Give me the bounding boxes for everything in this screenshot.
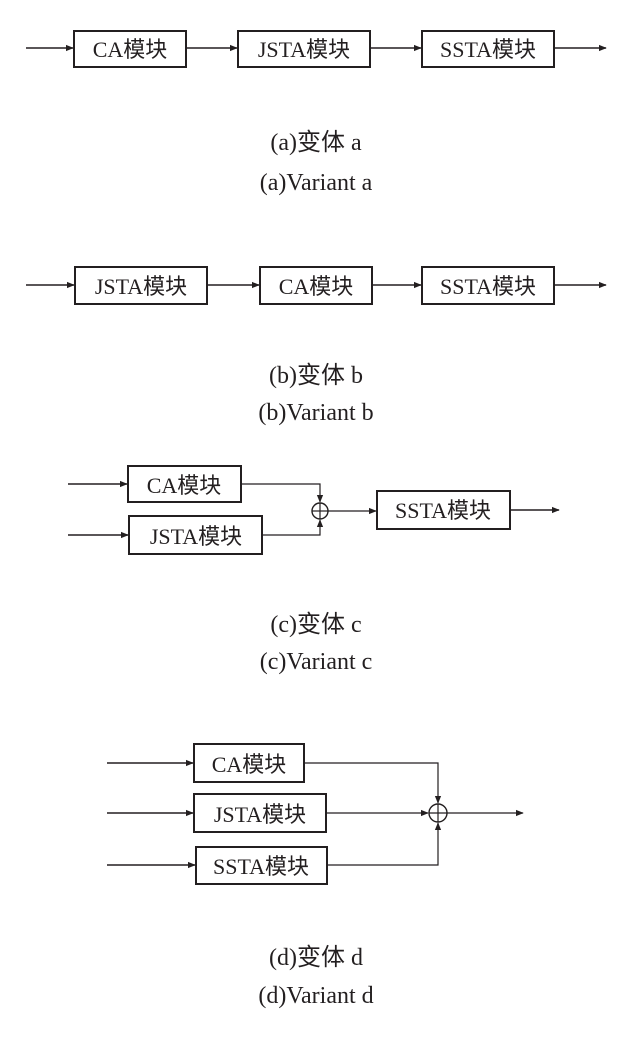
block-label: JSTA模块 bbox=[95, 274, 187, 299]
variant-b-diagram: JSTA模块 CA模块 SSTA模块 bbox=[26, 266, 607, 305]
block-label: CA模块 bbox=[212, 752, 287, 777]
block-label: CA模块 bbox=[93, 37, 168, 62]
block-label: JSTA模块 bbox=[150, 524, 242, 549]
block-box bbox=[421, 266, 555, 305]
block-label: CA模块 bbox=[147, 473, 222, 498]
block-box bbox=[73, 30, 187, 68]
caption-a-zh: (a)变体 a bbox=[270, 130, 362, 156]
block-box bbox=[193, 793, 327, 833]
block-box bbox=[421, 30, 555, 68]
block-box bbox=[237, 30, 371, 68]
block-label: SSTA模块 bbox=[213, 854, 309, 879]
variant-d-diagram: CA模块 JSTA模块 SSTA模块 bbox=[107, 743, 524, 885]
caption-b-en: (b)Variant b bbox=[258, 400, 374, 426]
block-label: JSTA模块 bbox=[258, 37, 350, 62]
arrow-to-sum bbox=[241, 483, 324, 503]
block-label: SSTA模块 bbox=[395, 498, 491, 523]
arrow-to-sum bbox=[304, 762, 442, 804]
caption-d-en: (d)Variant d bbox=[258, 983, 374, 1009]
sum-junction-icon bbox=[311, 502, 329, 520]
block-box bbox=[127, 465, 242, 503]
sum-junction-icon bbox=[428, 803, 448, 823]
caption-b-zh: (b)变体 b bbox=[269, 363, 363, 389]
block-box bbox=[195, 846, 328, 885]
arrow-to-sum bbox=[327, 822, 442, 866]
variant-c-diagram: CA模块 JSTA模块 SSTA模块 bbox=[68, 465, 560, 555]
variant-a-diagram: CA模块 JSTA模块 SSTA模块 bbox=[26, 30, 607, 68]
caption-d-zh: (d)变体 d bbox=[269, 945, 363, 971]
arrow-to-sum bbox=[262, 519, 324, 536]
caption-c-zh: (c)变体 c bbox=[270, 612, 362, 638]
block-label: CA模块 bbox=[279, 274, 354, 299]
block-box bbox=[376, 490, 511, 530]
block-label: SSTA模块 bbox=[440, 37, 536, 62]
block-label: JSTA模块 bbox=[214, 802, 306, 827]
block-box bbox=[193, 743, 305, 783]
caption-a-en: (a)Variant a bbox=[259, 170, 373, 196]
caption-c-en: (c)Variant c bbox=[259, 649, 373, 675]
block-label: SSTA模块 bbox=[440, 274, 536, 299]
